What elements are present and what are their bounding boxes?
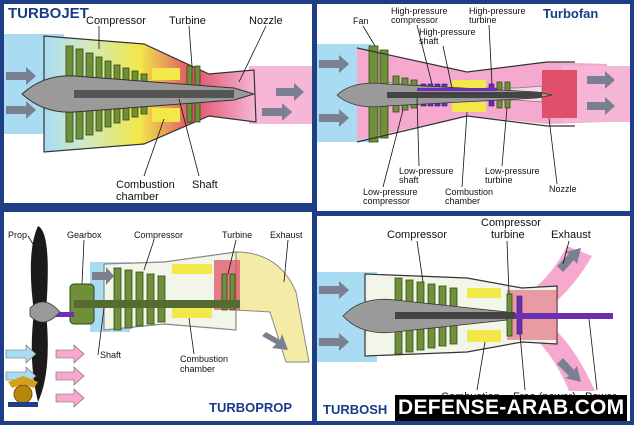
turboprop-label-shaft: Shaft <box>100 350 122 360</box>
turbofan-label-hp-shaft-2: shaft <box>419 36 439 46</box>
combustion-bottom <box>467 330 501 342</box>
outer-casing-top <box>356 47 575 73</box>
turboshaft-label-comp-turbine-1: Compressor <box>481 217 541 229</box>
compressor-blades <box>113 267 166 331</box>
turbofan-leaders <box>362 24 558 188</box>
combustion-bottom <box>152 108 180 122</box>
hp-shaft <box>417 88 497 91</box>
turboshaft-panel: Compressor Compressor turbine Exhaust Co… <box>317 216 630 421</box>
turbojet-diagram: TURBOJET Compressor Turbine Nozzle Combu… <box>4 5 312 203</box>
turbofan-label-lp-comp-2: compressor <box>363 196 410 206</box>
turboprop-label-gearbox: Gearbox <box>67 230 102 240</box>
power-shaft <box>515 313 613 319</box>
turbojet-leaders <box>98 25 267 177</box>
turboprop-label-compressor: Compressor <box>134 230 183 240</box>
turbofan-label-hp-turb-1: High-pressure <box>469 6 526 16</box>
watermark-text: DEFENSE-ARAB.COM <box>395 395 628 421</box>
turbojet-title: TURBOJET <box>8 5 89 22</box>
prop-spinner <box>29 301 61 323</box>
turbofan-label-lp-shaft-1: Low-pressure <box>399 166 454 176</box>
turboprop-title: TURBOPROP <box>209 400 292 415</box>
turbofan-label-hp-turb-2: turbine <box>469 15 497 25</box>
combustion-top <box>172 264 212 274</box>
flow-arrows <box>319 248 581 382</box>
turbofan-label-comb-2: chamber <box>445 196 480 206</box>
turbofan-label-lp-shaft-2: shaft <box>399 175 419 185</box>
turbofan-label-hp-comp-1: High-pressure <box>391 6 448 16</box>
turbojet-label-compressor: Compressor <box>86 15 146 27</box>
turboprop-diagram: Prop Gearbox Compressor Turbine Exhaust … <box>5 226 310 415</box>
combustion-top <box>152 68 180 80</box>
turboprop-label-comb-2: chamber <box>180 364 215 374</box>
turbofan-diagram: Turbofan Fan High-pressure compressor Hi… <box>317 6 630 206</box>
turbofan-label-hp-shaft-1: High-pressure <box>419 27 476 37</box>
nozzle-zone <box>542 70 577 118</box>
defense-arab-logo <box>6 374 40 408</box>
eagle-logo-icon <box>8 376 38 407</box>
prop-shaft <box>50 312 74 317</box>
turbojet-label-combustion: Combustion <box>116 179 175 191</box>
turboshaft-label-compressor: Compressor <box>387 229 447 241</box>
turbofan-label-lp-comp-1: Low-pressure <box>363 187 418 197</box>
turbofan-label-fan: Fan <box>353 16 369 26</box>
turboprop-label-prop: Prop <box>8 230 27 240</box>
combustion-top <box>467 288 501 298</box>
turbojet-panel: TURBOJET Compressor Turbine Nozzle Combu… <box>4 4 312 203</box>
lp-shaft <box>387 92 542 98</box>
turbofan-label-nozzle: Nozzle <box>549 184 577 194</box>
turbine-blades <box>221 273 236 311</box>
turboshaft-title: TURBOSH <box>323 402 387 417</box>
flow-arrows <box>6 67 304 121</box>
turbofan-panel: Turbofan Fan High-pressure compressor Hi… <box>317 4 630 211</box>
core-shaft <box>395 312 515 319</box>
combustion-bottom <box>452 102 486 112</box>
turbojet-label-turbine: Turbine <box>169 15 206 27</box>
turboshaft-leaders <box>416 240 598 391</box>
turbofan-label-lp-turb-1: Low-pressure <box>485 166 540 176</box>
turboprop-leaders <box>27 235 289 356</box>
turboprop-label-exhaust: Exhaust <box>270 230 303 240</box>
turbojet-label-chamber: chamber <box>116 191 159 203</box>
turboshaft-label-exhaust: Exhaust <box>551 229 591 241</box>
turboshaft-label-comp-turbine-2: turbine <box>491 229 525 241</box>
turbofan-label-comb-1: Combustion <box>445 187 493 197</box>
outer-casing-bottom <box>356 115 575 143</box>
exhaust-duct <box>235 251 310 363</box>
turbofan-title: Turbofan <box>543 6 598 21</box>
shaft <box>74 300 240 308</box>
turbojet-label-nozzle: Nozzle <box>249 15 283 27</box>
turbofan-label-lp-turb-2: turbine <box>485 175 513 185</box>
turboprop-label-comb-1: Combustion <box>180 354 228 364</box>
flow-arrows <box>319 55 615 127</box>
combustion-top <box>452 80 486 88</box>
shaft <box>74 90 234 98</box>
turbojet-label-shaft: Shaft <box>192 179 218 191</box>
combustion-bottom <box>172 308 212 318</box>
turbofan-label-hp-comp-2: compressor <box>391 15 438 25</box>
turboshaft-diagram: Compressor Compressor turbine Exhaust Co… <box>317 217 617 417</box>
turboprop-panel: Prop Gearbox Compressor Turbine Exhaust … <box>4 212 312 421</box>
turboprop-label-turbine: Turbine <box>222 230 252 240</box>
